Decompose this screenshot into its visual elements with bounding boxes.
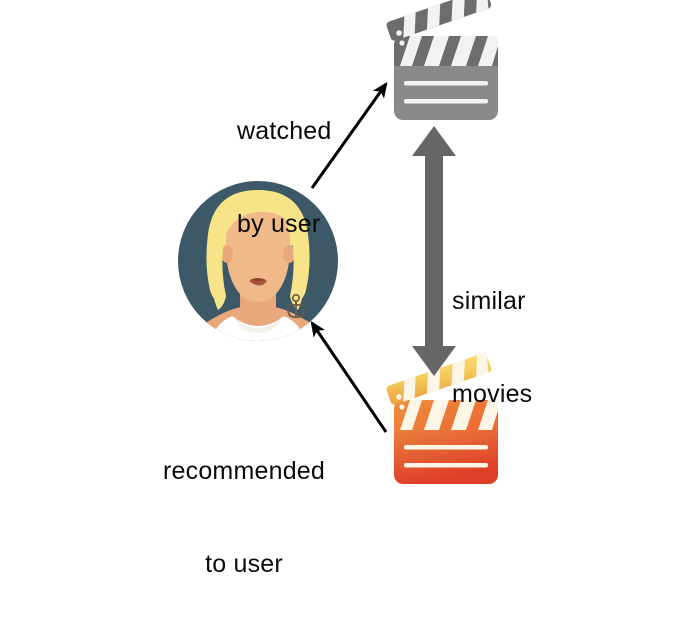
double-arrow-similar-movies bbox=[412, 126, 456, 376]
label-watched-line-1: watched bbox=[237, 117, 332, 145]
arrow-user-to-watched-movie bbox=[310, 81, 388, 189]
label-similar-line-2: movies bbox=[452, 380, 533, 408]
arrow-recommended-movie-to-user bbox=[310, 320, 388, 433]
watched-movie-clapperboard bbox=[386, 0, 498, 120]
recommended-movie-clapperboard bbox=[386, 352, 498, 484]
user-avatar bbox=[178, 181, 338, 341]
diagram-root: watched by user similar movies recommend… bbox=[163, 0, 533, 578]
label-recommended-line-2: to user bbox=[205, 550, 283, 578]
label-watched-by-user: watched by user bbox=[237, 54, 332, 302]
diagram-canvas bbox=[178, 0, 498, 484]
label-similar-line-1: similar bbox=[452, 287, 526, 315]
anchor-tattoo bbox=[287, 293, 305, 318]
label-recommended-line-1: recommended bbox=[163, 457, 326, 485]
label-similar-movies: similar movies bbox=[452, 224, 532, 472]
label-recommended-to-user: recommended to user bbox=[163, 394, 325, 642]
label-watched-line-2: by user bbox=[237, 210, 321, 238]
